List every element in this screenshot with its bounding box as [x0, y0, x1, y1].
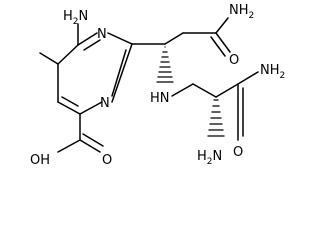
bond-c6-n1-inner: [83, 39, 101, 51]
bond-amidec2-nh2: [237, 71, 259, 85]
bond-chiral2-amidec: [215, 83, 239, 98]
amide-right-oxygen: O: [233, 145, 243, 160]
bond-c6-c5-top: [57, 44, 79, 65]
bond-n3-c4: [79, 101, 103, 115]
bond-cooh-o-1: [79, 139, 101, 153]
bond-amidec-o-1: [215, 32, 231, 53]
bond-c6-n1: [77, 32, 98, 46]
bond-c2-n3: [111, 43, 133, 103]
bond-cooh-o-2: [82, 133, 104, 147]
amide-top-nh2-label: NH2: [229, 3, 254, 21]
bond-chiral1-ch2: [164, 32, 184, 45]
bond-nh-ch2: [171, 83, 194, 97]
bond-amidec-nh2: [215, 17, 229, 34]
bond-cooh-oh: [57, 139, 81, 153]
hashed-wedge-chiral1-nh: [156, 46, 174, 83]
bond-c4-c5-inner: [61, 96, 79, 107]
ring-nitrogen-2: N: [100, 96, 110, 111]
hashed-wedge-chiral2-nh2: [207, 99, 225, 137]
amine-label-top: H2N: [63, 9, 88, 27]
chemical-structure-diagram: H2N N N NH2 O HN NH2 OH O O H2N: [30, 3, 285, 168]
amine-label-bottom: H2N: [197, 149, 222, 167]
bond-c2-n3-short: [111, 49, 127, 97]
nh-link-label: HN: [150, 91, 170, 106]
bond-n1-c2: [107, 32, 133, 45]
amide-top-oxygen: O: [229, 53, 239, 68]
acid-oxygen-label: O: [102, 153, 112, 168]
bond-ch2-chiral2: [192, 83, 217, 98]
acid-hydroxyl-label: OH: [30, 153, 50, 168]
amide-right-nh2-label: NH2: [260, 63, 285, 81]
ring-nitrogen-1: N: [97, 27, 107, 42]
bond-amidec-o-2: [210, 36, 226, 57]
bond-c4-c5: [57, 101, 81, 115]
bond-methyl: [39, 52, 59, 65]
